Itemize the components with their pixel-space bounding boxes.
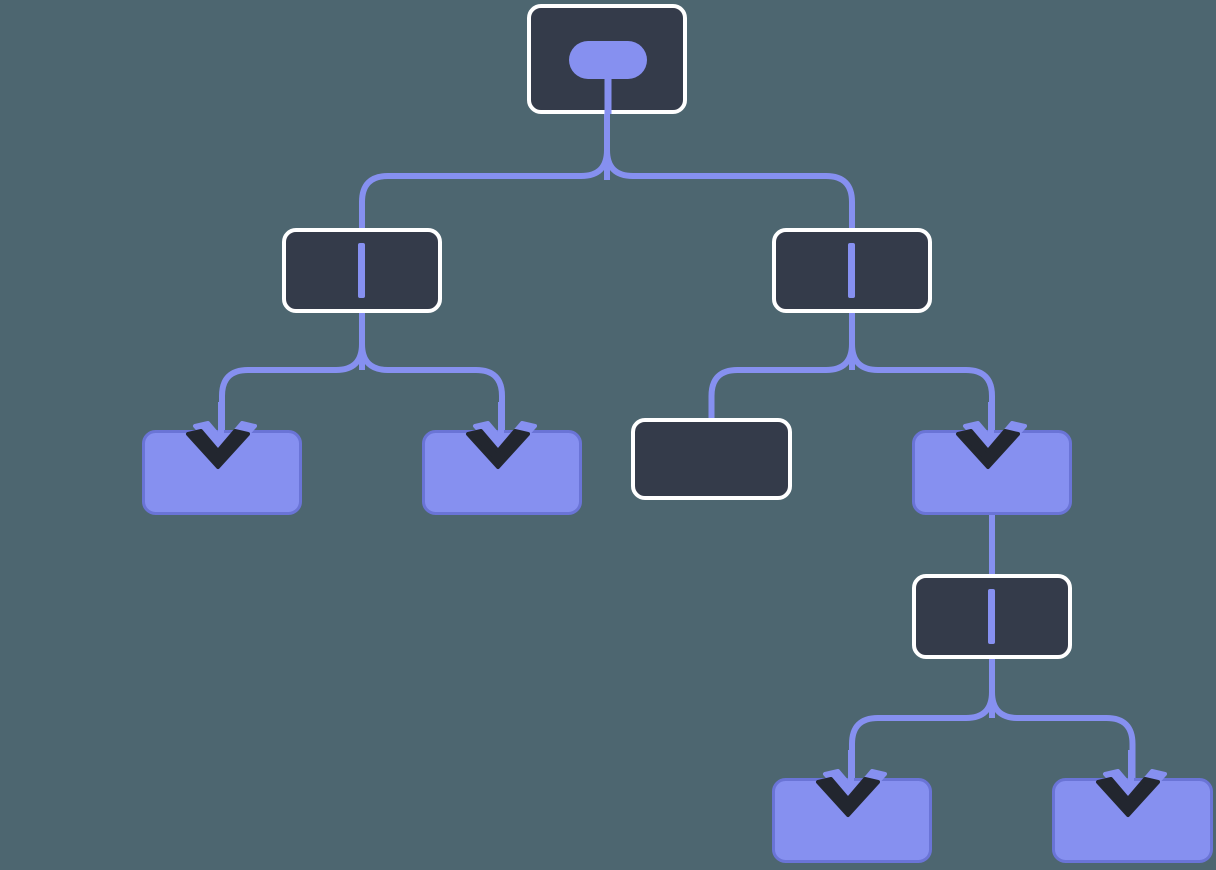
arrow-stem-ah-l4-b	[1128, 750, 1134, 784]
node-l2-c[interactable]	[631, 418, 792, 500]
arrowhead-ah-l2-b	[466, 429, 530, 469]
node-body-l2-c[interactable]	[631, 418, 792, 500]
arrow-stem-ah-l2-a	[218, 402, 224, 436]
arrow-stem-ah-l2-d	[988, 402, 994, 436]
node-pill-root	[569, 41, 647, 79]
arrow-stem-ah-l2-b	[498, 402, 504, 436]
arrowheads-layer	[186, 402, 1167, 817]
nodes-layer	[142, 4, 1213, 863]
arrowhead-ah-l2-d	[956, 429, 1020, 469]
node-bar-l3-a	[988, 589, 995, 644]
node-bar-l1-left	[358, 243, 365, 298]
arrowhead-ah-l4-a	[816, 777, 880, 817]
node-root[interactable]	[527, 4, 687, 114]
edge-sub-branch-to-leaf-b	[989, 689, 1136, 784]
edge-left-branch-to-leaf-b	[359, 341, 505, 436]
edge-right-branch-to-leaf-d	[849, 341, 995, 436]
node-pill-stem-root	[604, 60, 612, 114]
arrow-stem-ah-l4-a	[848, 750, 854, 784]
node-l1-left[interactable]	[282, 228, 442, 313]
arrowhead-ah-l4-b	[1096, 777, 1160, 817]
node-l3-a[interactable]	[912, 574, 1072, 659]
node-bar-l1-right	[848, 243, 855, 298]
node-l1-right[interactable]	[772, 228, 932, 313]
edge-root-to-right-branch	[604, 147, 855, 313]
arrowhead-ah-l2-a	[186, 429, 250, 469]
